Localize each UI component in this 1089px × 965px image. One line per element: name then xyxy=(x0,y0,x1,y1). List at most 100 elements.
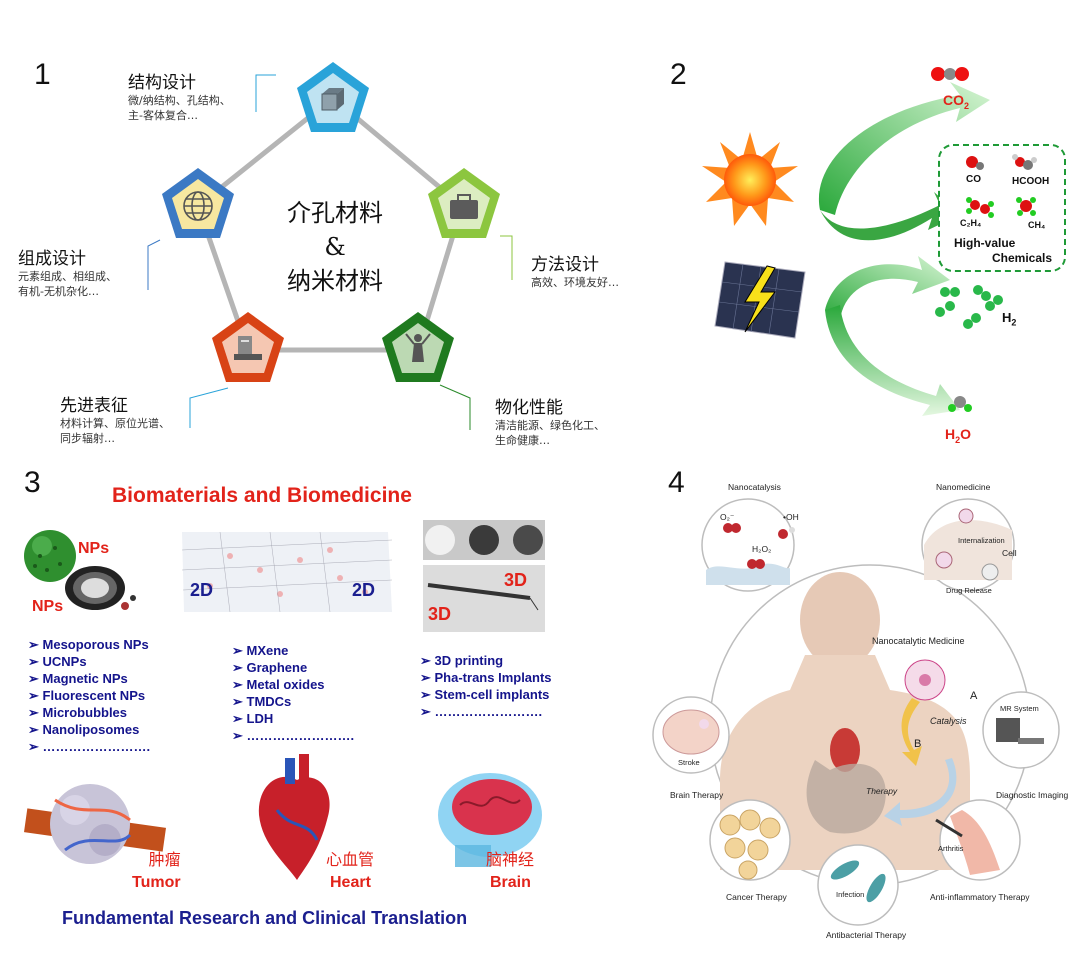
panel-number-1: 1 xyxy=(34,58,51,91)
list-item-text: ……………………. xyxy=(42,739,151,754)
c2h4-label: C₂H₄ xyxy=(960,218,982,228)
h2o-subscript: 2 xyxy=(955,434,961,445)
list-item: ➢ ……………………. xyxy=(28,739,151,754)
3d-label-top: 3D xyxy=(504,570,528,590)
list-item-text: ……………………. xyxy=(434,704,543,719)
label-title: 结构设计 xyxy=(128,73,196,93)
heart-illustration xyxy=(258,754,330,880)
organ-en: Heart xyxy=(330,874,371,891)
h2-subscript: 2 xyxy=(1011,317,1017,328)
label-mr-system: MR System xyxy=(1000,704,1039,713)
label-title: 组成设计 xyxy=(18,249,86,269)
list-2d-materials: ➢ MXene ➢ Graphene ➢ Metal oxides ➢ TMDC… xyxy=(232,642,354,744)
organ-label-brain: 脑神经 Brain xyxy=(486,850,534,894)
arrow-down-to-h2o xyxy=(825,305,960,416)
scaffold-discs-icon xyxy=(423,520,545,560)
list-item: ➢ ……………………. xyxy=(420,704,543,719)
hcooh-label: HCOOH xyxy=(1012,176,1050,187)
list-item: ➢ Graphene xyxy=(232,660,308,675)
h2o-molecule-icon xyxy=(948,396,972,412)
label-b: B xyxy=(914,738,922,750)
globe-icon xyxy=(183,191,213,221)
label-characterize: 先进表征 材料计算、原位光谱、 同步辐射… xyxy=(60,391,170,446)
label-internalization: Internalization xyxy=(958,536,1005,545)
list-item: ➢ Metal oxides xyxy=(232,677,325,692)
ch4-label: CH₄ xyxy=(1028,220,1046,230)
label-antibacterial: Antibacterial Therapy xyxy=(826,930,907,940)
panel-number-3: 3 xyxy=(24,466,41,499)
list-3d-materials: ➢ 3D printing ➢ Pha-trans Implants ➢ Ste… xyxy=(420,652,552,720)
node-characterize xyxy=(212,312,284,382)
panel-number-2: 2 xyxy=(670,58,687,91)
tumor-illustration xyxy=(24,784,166,864)
label-ncm: Nanocatalytic Medicine xyxy=(872,636,965,646)
nanomedicine-circle xyxy=(921,498,1015,592)
list-item-text: Nanoliposomes xyxy=(42,722,140,737)
list-item-text: Fluorescent NPs xyxy=(42,688,146,703)
brain-skull-illustration xyxy=(438,773,542,867)
callout-line-structure xyxy=(255,74,276,112)
graphene-sheet-icon xyxy=(181,531,393,613)
center-line-3: 纳米材料 xyxy=(287,267,383,295)
label-sub: 元素组成、相组成、 xyxy=(18,270,117,283)
list-item-text: Graphene xyxy=(246,660,308,675)
list-item-text: Metal oxides xyxy=(246,677,325,692)
label-property: 物化性能 清洁能源、绿色化工、 生命健康… xyxy=(495,393,605,448)
label-structure: 结构设计 微/纳结构、孔结构、 主-客体复合… xyxy=(128,68,231,123)
list-item-text: ……………………. xyxy=(246,728,355,743)
label-infection: Infection xyxy=(836,890,865,899)
label-cancer-therapy: Cancer Therapy xyxy=(726,892,787,902)
list-item: ➢ Magnetic NPs xyxy=(28,671,128,686)
h2o-text: H xyxy=(945,426,956,442)
panel-3-title: Biomaterials and Biomedicine xyxy=(112,484,412,507)
list-item: ➢ TMDCs xyxy=(232,694,292,709)
nps-label-top: NPs xyxy=(78,540,110,557)
label-title: 先进表征 xyxy=(60,396,128,416)
organ-en: Tumor xyxy=(132,874,181,891)
list-item: ➢ UCNPs xyxy=(28,654,87,669)
label-sub: 清洁能源、绿色化工、 xyxy=(495,419,605,432)
list-item-text: LDH xyxy=(246,711,274,726)
list-item-text: Magnetic NPs xyxy=(42,671,128,686)
antibacterial-circle xyxy=(817,844,899,926)
2d-label-left: 2D xyxy=(190,580,214,600)
list-item-text: Mesoporous NPs xyxy=(42,637,149,652)
center-line-1: 介孔材料 xyxy=(287,199,383,227)
list-item-text: 3D printing xyxy=(434,653,504,668)
panel-3-biomaterials: 3 Biomaterials and Biomedicine xyxy=(0,460,580,965)
label-cell: Cell xyxy=(1002,548,1017,558)
node-structure xyxy=(297,62,369,132)
list-item-text: MXene xyxy=(246,643,289,658)
briefcase-icon xyxy=(450,194,478,219)
list-item: ➢ Fluorescent NPs xyxy=(28,688,146,703)
label-sub: 高效、环境友好… xyxy=(531,276,619,289)
cancer-therapy-circle xyxy=(709,799,791,881)
label-nanocatalysis: Nanocatalysis xyxy=(728,482,781,492)
therapy-arrow xyxy=(884,758,957,826)
organ-cn: 肿瘤 xyxy=(148,852,181,869)
co2-molecule-icon xyxy=(931,67,969,81)
panel-4-nanocatalytic-medicine: 4 xyxy=(640,460,1089,965)
pentagon-diagram xyxy=(147,62,513,430)
co2-text: CO xyxy=(943,92,964,108)
callout-line-characterize xyxy=(189,387,229,428)
label-drug-release: Drug Release xyxy=(946,586,992,595)
co-molecule-icon xyxy=(966,156,984,170)
panel-3-footer: Fundamental Research and Clinical Transl… xyxy=(62,908,468,928)
list-item: ➢ ……………………. xyxy=(232,728,355,743)
h2o-label: H2O xyxy=(945,426,971,445)
list-item-text: UCNPs xyxy=(42,654,87,669)
sun-icon xyxy=(702,132,798,226)
label-a: A xyxy=(970,690,978,702)
label-sub: 同步辐射… xyxy=(60,432,115,445)
co-label: CO xyxy=(966,174,981,185)
h2-text: H xyxy=(1002,310,1012,325)
label-catalysis: Catalysis xyxy=(930,716,967,726)
arrow-to-chemicals xyxy=(820,192,960,241)
label-oh: •OH xyxy=(783,512,799,522)
c2h4-molecule-icon xyxy=(966,197,994,218)
label-title: 方法设计 xyxy=(531,255,599,275)
label-brain-therapy: Brain Therapy xyxy=(670,790,724,800)
label-diagnostic-imaging: Diagnostic Imaging xyxy=(996,790,1069,800)
label-sub: 有机-无机杂化… xyxy=(18,285,99,298)
